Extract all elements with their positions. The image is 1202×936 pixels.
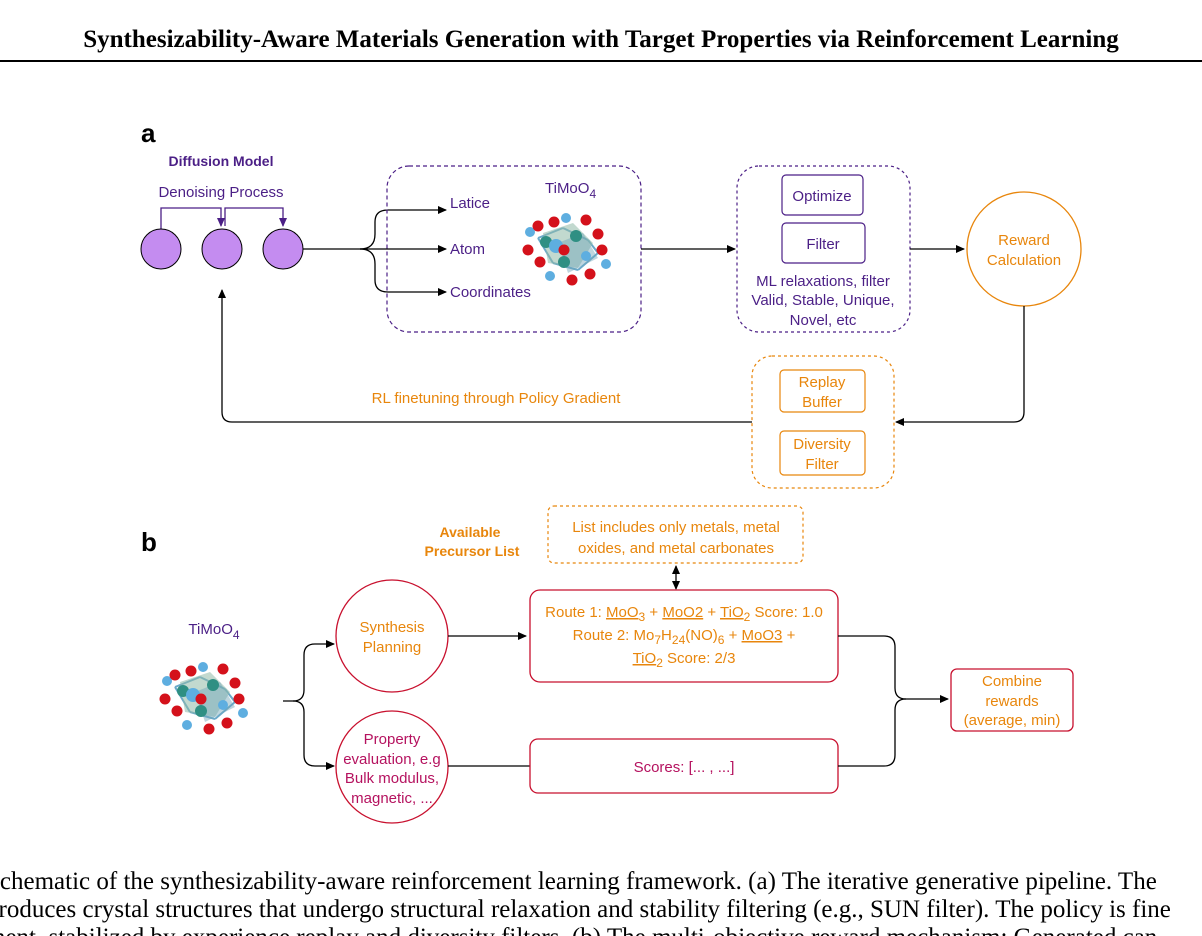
output-coordinates: Coordinates bbox=[450, 284, 531, 301]
output-latice: Latice bbox=[450, 195, 490, 212]
header-rule bbox=[0, 60, 1202, 62]
property-label-line-1: Property bbox=[364, 731, 421, 748]
filter-note-line-1: ML relaxations, filter bbox=[756, 273, 890, 290]
scores-label: Scores: [... , ...] bbox=[634, 759, 735, 776]
crystal-structure-icon-b bbox=[158, 661, 249, 736]
denoise-arrow-2 bbox=[224, 207, 287, 227]
synthesis-planning-node bbox=[335, 579, 449, 693]
line-scores-to-combine bbox=[838, 698, 907, 767]
synthesis-label-line-1: Synthesis bbox=[359, 619, 424, 636]
page-header-title: Synthesizability-Aware Materials Generat… bbox=[83, 26, 1119, 53]
reward-label-line-2: Calculation bbox=[987, 252, 1061, 269]
structure-output-box bbox=[386, 165, 642, 333]
precursor-note-box bbox=[547, 505, 804, 564]
panel-b-label: b bbox=[141, 527, 157, 557]
replay-buffer-box bbox=[779, 369, 866, 413]
denoise-arrow-1 bbox=[160, 207, 225, 229]
precursor-note-line-2: oxides, and metal carbonates bbox=[578, 540, 774, 557]
optimize-label: Optimize bbox=[792, 188, 851, 205]
rl-feedback-arrow bbox=[218, 289, 752, 423]
caption-line-3: ment, stabilized by experience replay an… bbox=[0, 924, 1157, 936]
diffusion-state-node-1 bbox=[140, 228, 182, 270]
arrow-reward-to-buffer bbox=[895, 306, 1025, 426]
replay-label-line-2: Buffer bbox=[802, 394, 842, 411]
formula-label-a: TiMoO4 bbox=[545, 180, 596, 201]
diversity-label-line-2: Filter bbox=[805, 456, 838, 473]
diffusion-model-title: Diffusion Model bbox=[169, 153, 274, 169]
filter-box bbox=[781, 222, 866, 264]
diversity-filter-box bbox=[779, 430, 866, 476]
property-label-line-4: magnetic, ... bbox=[351, 790, 433, 807]
arrow-routes-to-combine bbox=[838, 635, 949, 703]
precursor-note-line-1: List includes only metals, metal bbox=[572, 519, 780, 536]
combine-label-line-1: Combine bbox=[982, 673, 1042, 690]
filter-label: Filter bbox=[806, 236, 839, 253]
diffusion-state-node-2 bbox=[201, 228, 243, 270]
formula-label-b: TiMoO4 bbox=[188, 621, 239, 642]
reward-label-line-1: Reward bbox=[998, 232, 1050, 249]
property-label-line-2: evaluation, e.g bbox=[343, 751, 441, 768]
output-atom: Atom bbox=[450, 241, 485, 258]
branch-arrow-latice bbox=[303, 206, 447, 250]
figure-caption: Schematic of the synthesizability-aware … bbox=[0, 864, 1202, 936]
diffusion-state-node-3 bbox=[262, 228, 304, 270]
diversity-label-line-1: Diversity bbox=[793, 436, 851, 453]
combine-label-line-3: (average, min) bbox=[964, 712, 1061, 729]
denoising-process-label: Denoising Process bbox=[158, 184, 283, 201]
caption-line-1: Schematic of the synthesizability-aware … bbox=[0, 868, 1157, 895]
optimize-box bbox=[781, 174, 864, 216]
route-1-text: Route 1: MoO3 + MoO2 + TiO2 Score: 1.0 bbox=[545, 604, 823, 624]
property-label-line-3: Bulk modulus, bbox=[345, 770, 439, 787]
synthesis-label-line-2: Planning bbox=[363, 639, 421, 656]
precursor-title-line-1: Available bbox=[440, 524, 501, 540]
precursor-title-line-2: Precursor List bbox=[425, 543, 520, 559]
caption-line-2: produces crystal structures that undergo… bbox=[0, 896, 1171, 923]
panel-a-label: a bbox=[141, 118, 156, 148]
arrow-to-property bbox=[292, 700, 335, 770]
arrow-to-synthesis bbox=[283, 640, 335, 702]
combine-label-line-2: rewards bbox=[985, 693, 1038, 710]
replay-stage-box bbox=[751, 355, 895, 489]
property-evaluation-node bbox=[335, 710, 449, 824]
rl-finetuning-label: RL finetuning through Policy Gradient bbox=[372, 390, 622, 407]
route-2-text-line-2: TiO2 Score: 2/3 bbox=[633, 650, 736, 670]
branch-arrow-coordinates bbox=[359, 248, 447, 296]
route-2-text-line-1: Route 2: Mo7H24(NO)6 + MoO3 + bbox=[573, 627, 796, 647]
crystal-structure-icon bbox=[521, 212, 612, 287]
reward-calculation-node bbox=[966, 191, 1082, 307]
combine-rewards-box bbox=[950, 668, 1074, 732]
replay-label-line-1: Replay bbox=[799, 374, 846, 391]
filter-note-line-2: Valid, Stable, Unique, bbox=[751, 292, 894, 309]
filter-note-line-3: Novel, etc bbox=[790, 312, 857, 329]
